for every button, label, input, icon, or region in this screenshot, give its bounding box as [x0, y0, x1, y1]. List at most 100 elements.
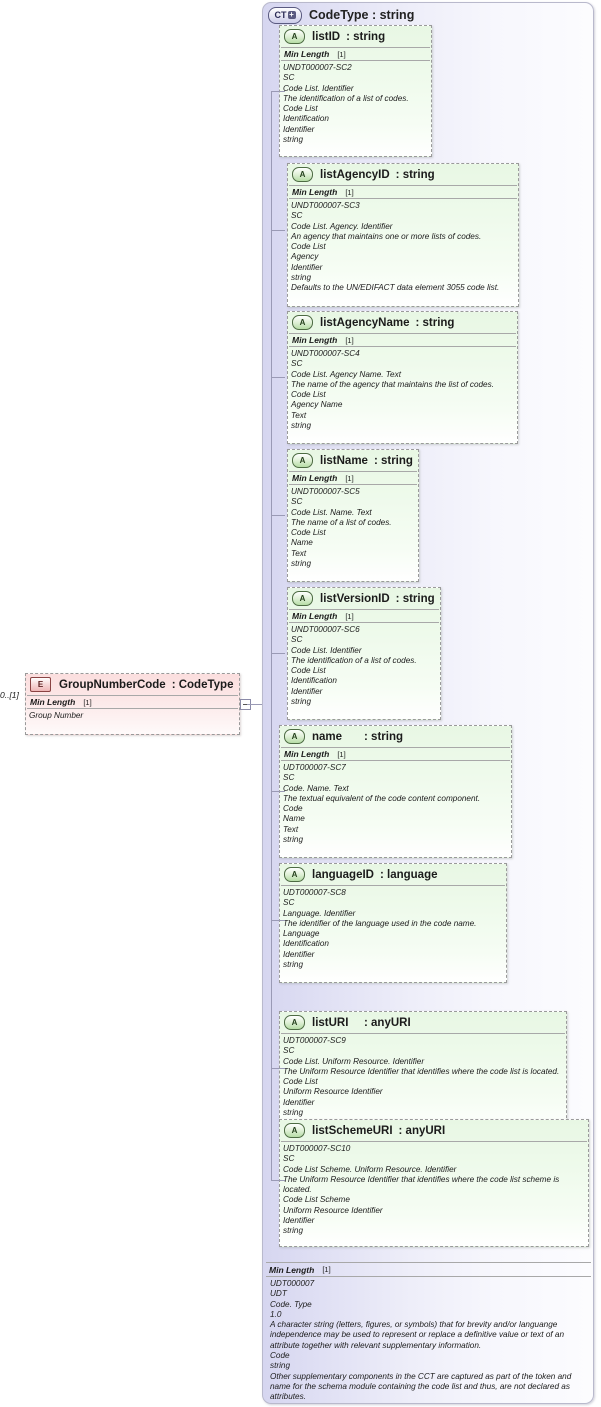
attribute-doc-line: Code List. Uniform Resource. Identifier — [283, 1056, 425, 1066]
attribute-facet-name: Min Length — [284, 749, 330, 759]
attribute-doc-line: Code List Scheme — [283, 1195, 350, 1205]
attribute-facet-row: Min Length[1] — [289, 471, 417, 485]
attribute-doc-line: Agency Name — [291, 400, 343, 410]
attribute-facet-row: Min Length[1] — [281, 747, 510, 761]
attribute-separator — [281, 1141, 587, 1142]
expand-plus-icon[interactable]: + — [287, 10, 296, 19]
element-facet-cardinality: [1] — [83, 697, 92, 707]
type-doc-line: Other supplementary components in the CC… — [270, 1371, 572, 1402]
attribute-doc-line: UNDT000007-SC4 — [291, 349, 360, 358]
attribute-doc-line: Code List — [283, 1077, 318, 1087]
connector-stub — [247, 704, 271, 705]
element-name: GroupNumberCode — [59, 678, 166, 691]
ct-badge-label: CT — [274, 9, 287, 20]
attribute-doc-line: Identifier — [283, 1216, 315, 1226]
attribute-separator — [281, 885, 505, 886]
element-facet-name: Min Length — [30, 697, 76, 707]
attribute-doc-line: string — [283, 135, 304, 145]
attribute-doc-line: Code List. Identifier — [283, 83, 354, 93]
attribute-doc-line: Code List. Agency Name. Text — [291, 369, 401, 379]
attribute-name: languageID — [312, 868, 374, 881]
attribute-facet-cardinality: [1] — [345, 473, 354, 483]
attribute-doc-line: The identification of a list of codes. — [283, 93, 409, 103]
attribute-doc-line: Code — [283, 804, 303, 814]
attribute-facet-cardinality: [1] — [337, 49, 346, 59]
element-type: : CodeType — [171, 678, 234, 691]
attribute-doc-line: UNDT000007-SC3 — [291, 201, 360, 210]
attribute-badge-icon: A — [284, 29, 305, 44]
attribute-doc-line: Identification — [283, 114, 329, 124]
element-facet-row: Min Length [1] — [27, 695, 238, 709]
attribute-doc-line: UNDT000007-SC5 — [291, 487, 360, 496]
attribute-doc-line: string — [291, 421, 312, 431]
attribute-badge-icon: A — [284, 729, 305, 744]
connector-branch — [271, 1180, 285, 1181]
attribute-doc-line: Language — [283, 929, 320, 939]
connector-branch — [271, 1068, 285, 1069]
attribute-facet-name: Min Length — [292, 335, 338, 345]
attribute-doc-line: string — [291, 559, 312, 569]
attribute-doc-line: Agency — [291, 252, 319, 262]
attribute-doc-line: SC — [283, 1046, 295, 1056]
complex-type-header: CT+ CodeType : string — [263, 3, 593, 27]
element-box-group-number-code[interactable]: E GroupNumberCode : CodeType Min Length … — [25, 673, 240, 735]
attribute-name: listURI — [312, 1016, 359, 1029]
attribute-doc-line: Text — [291, 410, 307, 420]
connector-branch — [271, 515, 285, 516]
attribute-facet-row: Min Length[1] — [289, 333, 516, 347]
element-cardinality: 0..[1] — [0, 690, 19, 700]
attribute-doc-line: The identifier of the language used in t… — [283, 918, 477, 928]
attribute-doc-line: SC — [283, 773, 295, 783]
attribute-facet-row: Min Length[1] — [289, 185, 517, 199]
connector-branch — [271, 791, 285, 792]
attribute-badge-icon: A — [292, 453, 313, 468]
attribute-doc-line: Name — [283, 814, 305, 824]
attribute-doc-line: Name — [291, 538, 313, 548]
attribute-doc-line: Identifier — [291, 686, 323, 696]
attribute-name: listID — [312, 30, 341, 43]
attribute-doc-line: The Uniform Resource Identifier that ide… — [283, 1066, 560, 1076]
attribute-badge-icon: A — [292, 167, 313, 182]
attribute-doc-line: Code List — [283, 104, 318, 114]
attribute-name: listName — [320, 454, 368, 467]
attribute-doc-line: UNDT000007-SC6 — [291, 625, 360, 634]
attribute-doc-line: Text — [283, 824, 299, 834]
attribute-doc-line: string — [283, 1108, 304, 1118]
connector-branch — [271, 653, 285, 654]
attribute-facet-row: Min Length[1] — [289, 609, 439, 623]
attribute-doc-line: Uniform Resource Identifier — [283, 1087, 383, 1097]
attribute-doc-line: Identifier — [291, 262, 323, 272]
complex-type-title: CodeType : string — [309, 8, 415, 22]
type-facet-cardinality: [1] — [322, 1265, 331, 1274]
attribute-badge-icon: A — [292, 591, 313, 606]
attribute-doc-line: Code List Scheme. Uniform Resource. Iden… — [283, 1164, 457, 1174]
attribute-facet-name: Min Length — [292, 187, 338, 197]
attribute-doc-line: Code List — [291, 528, 326, 538]
attribute-doc-line: Code. Name. Text — [283, 783, 349, 793]
attribute-doc-line: string — [283, 835, 304, 845]
attribute-doc-line: SC — [291, 635, 303, 645]
attribute-doc-line: Identifier — [283, 1097, 315, 1107]
element-header: E GroupNumberCode : CodeType — [26, 674, 239, 695]
